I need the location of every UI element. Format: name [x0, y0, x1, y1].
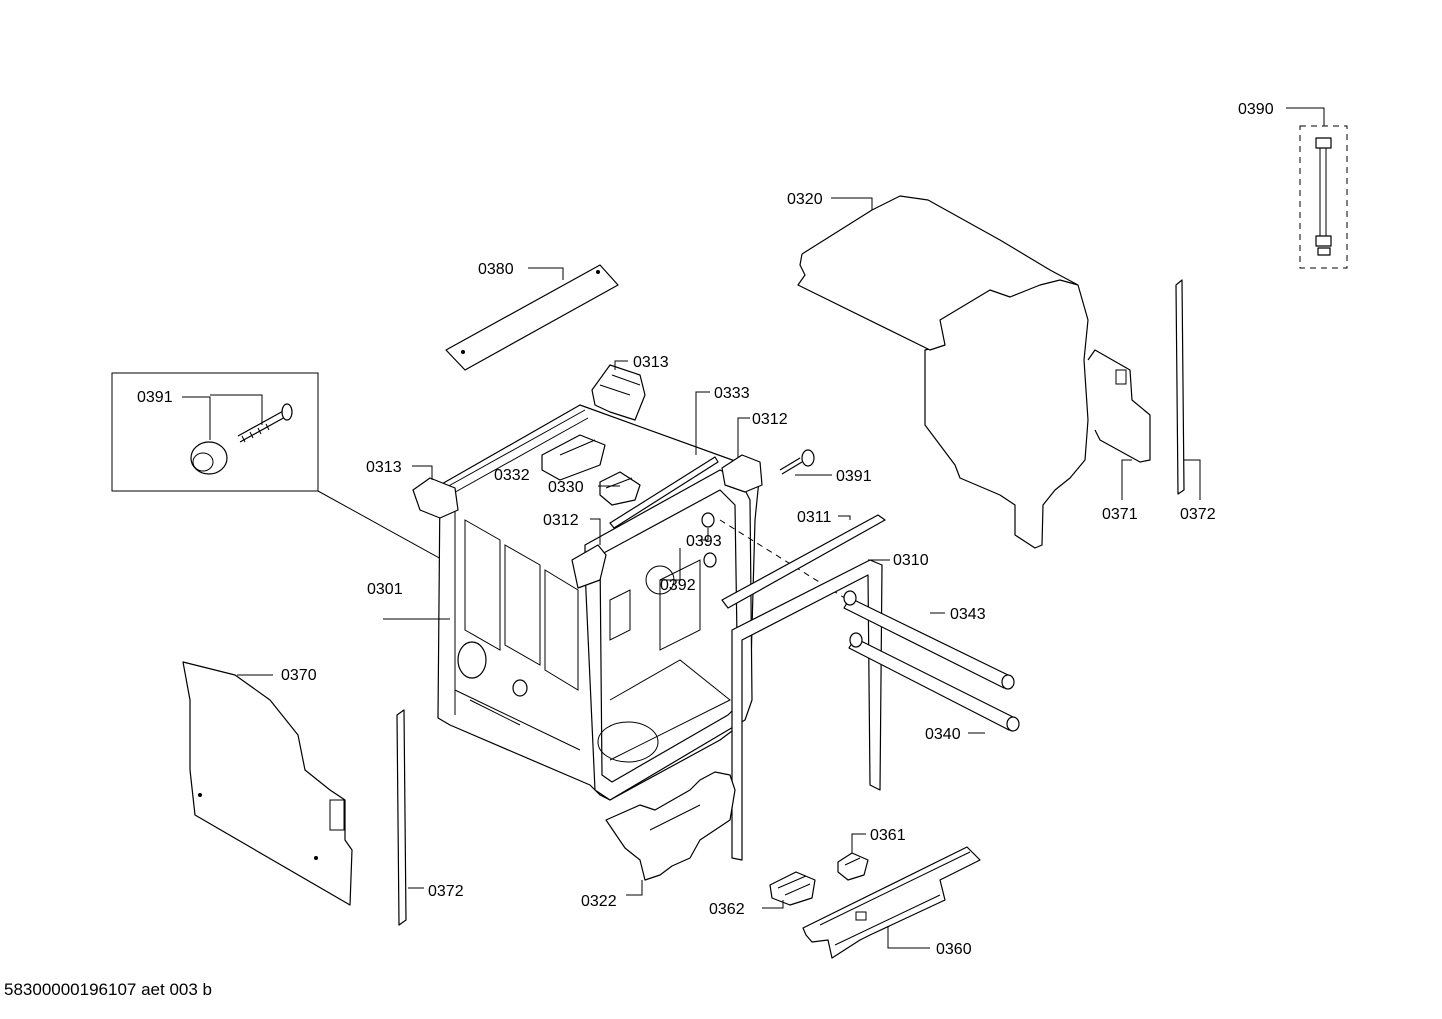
- label-0393: 0393: [686, 533, 722, 550]
- part-0380-strip[interactable]: [445, 264, 619, 371]
- label-0333: 0333: [714, 385, 750, 402]
- part-0372-trim-right[interactable]: [1175, 279, 1185, 495]
- label-0340: 0340: [925, 726, 961, 743]
- label-0301: 0301: [367, 581, 403, 598]
- document-id-footer: 58300000196107 aet 003 b: [4, 980, 212, 999]
- part-0361-clip[interactable]: [837, 852, 869, 881]
- part-0312-bracket-left[interactable]: [571, 544, 607, 589]
- label-0371: 0371: [1102, 506, 1138, 523]
- part-0360-tray[interactable]: [802, 846, 981, 959]
- part-0390-cable[interactable]: [1299, 125, 1348, 269]
- label-0392: 0392: [660, 577, 696, 594]
- label-0362: 0362: [709, 901, 745, 918]
- label-0370: 0370: [281, 667, 317, 684]
- part-0391-screw[interactable]: [779, 449, 815, 475]
- label-0313-left: 0313: [366, 459, 402, 476]
- part-0391-foot[interactable]: [190, 403, 293, 475]
- part-0362-component[interactable]: [769, 871, 816, 906]
- label-0361: 0361: [870, 827, 906, 844]
- label-0360: 0360: [936, 941, 972, 958]
- label-0320: 0320: [787, 191, 823, 208]
- part-0320-insulation[interactable]: [797, 195, 1151, 549]
- label-0372-right: 0372: [1180, 506, 1216, 523]
- label-0312-left: 0312: [543, 512, 579, 529]
- label-0391-right: 0391: [836, 468, 872, 485]
- label-0311: 0311: [797, 509, 832, 526]
- label-0343: 0343: [950, 606, 986, 623]
- part-0322-insulation[interactable]: [605, 771, 736, 881]
- part-0311-rail[interactable]: [721, 514, 886, 609]
- part-0343-rail[interactable]: [843, 590, 1015, 690]
- label-0310: 0310: [893, 552, 929, 569]
- part-0333-rod[interactable]: [609, 456, 719, 529]
- label-0312-right: 0312: [752, 411, 788, 428]
- label-0380: 0380: [478, 261, 514, 278]
- label-0313-top: 0313: [633, 354, 669, 371]
- label-0322: 0322: [581, 893, 617, 910]
- part-0392-fitting[interactable]: [703, 552, 717, 568]
- part-0332-component[interactable]: [541, 434, 606, 481]
- label-0332: 0332: [494, 467, 530, 484]
- part-0370-insulation[interactable]: [182, 661, 353, 906]
- part-0312-bracket-right[interactable]: [721, 454, 763, 493]
- label-0390: 0390: [1238, 101, 1274, 118]
- label-0372-left: 0372: [428, 883, 464, 900]
- part-0393-fitting[interactable]: [701, 512, 715, 528]
- part-0310-seal[interactable]: [731, 559, 883, 861]
- part-0313-bracket-left[interactable]: [412, 477, 459, 519]
- part-0372-trim-left[interactable]: [396, 709, 407, 926]
- label-0330: 0330: [548, 479, 584, 496]
- part-0340-rail[interactable]: [848, 632, 1020, 732]
- label-0391-detail: 0391: [137, 389, 173, 406]
